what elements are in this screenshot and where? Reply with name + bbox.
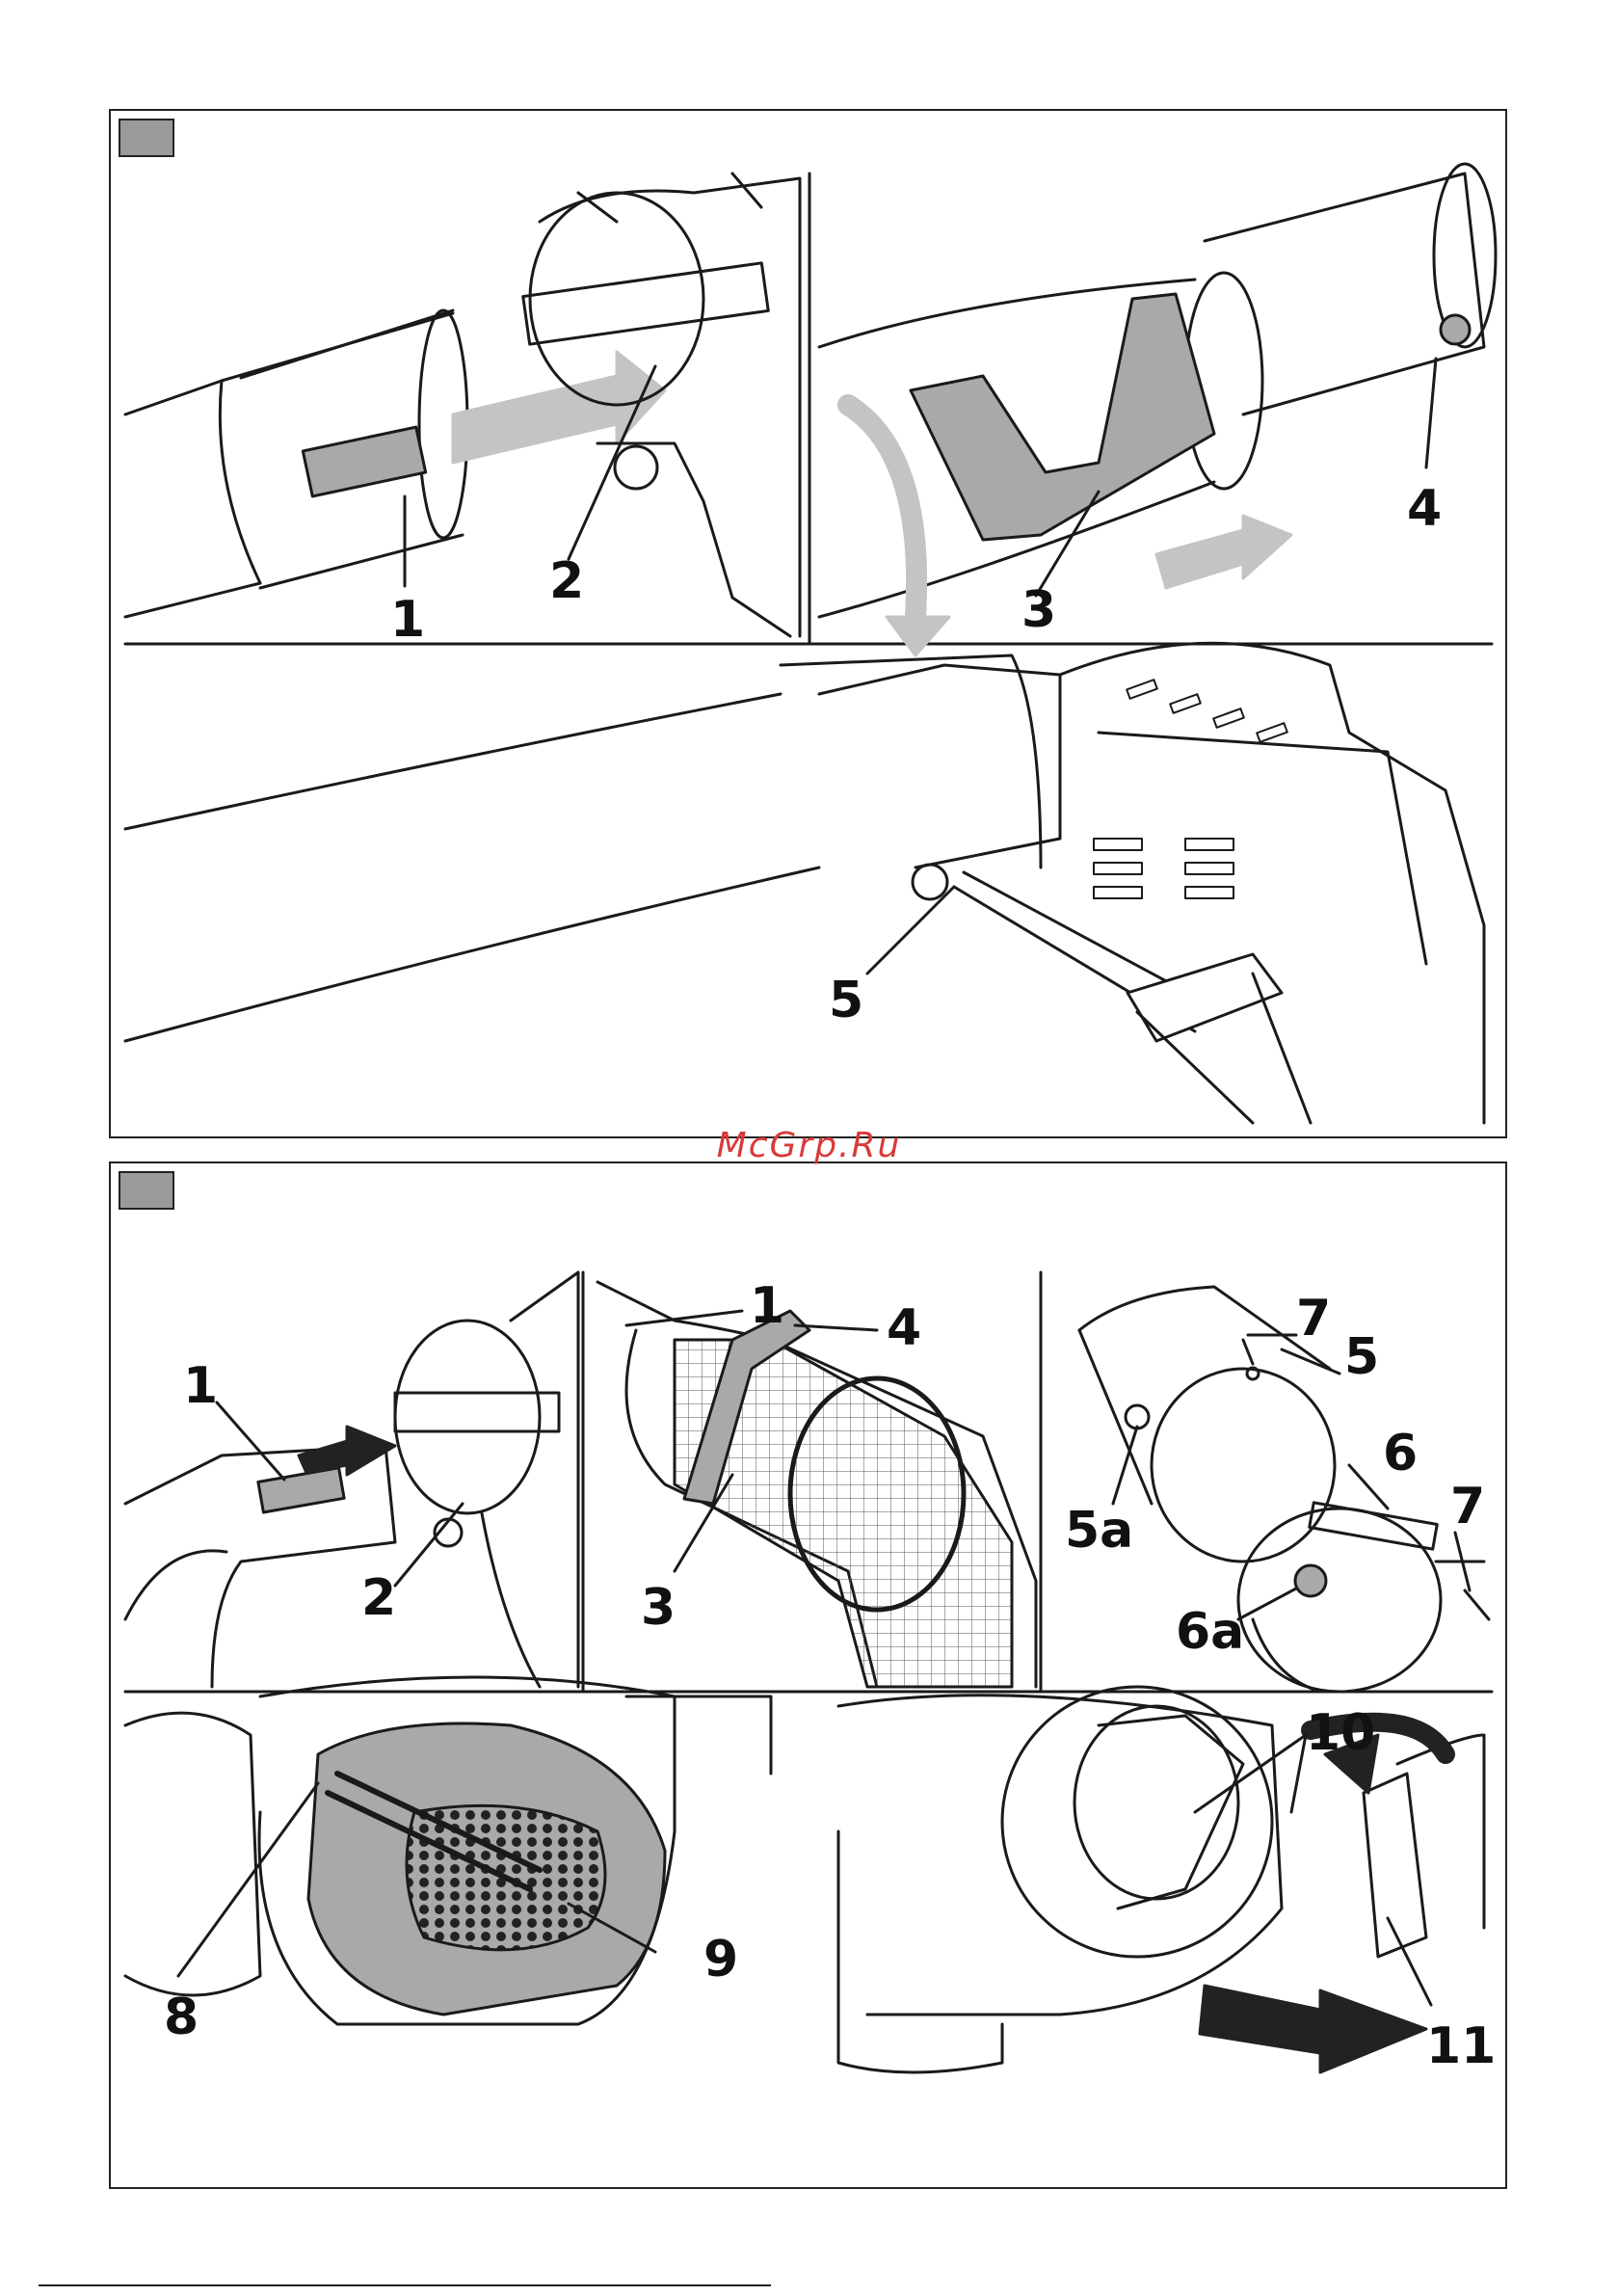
u-clip-3 [911,294,1214,540]
label-a-2: 2 [549,552,584,610]
label-b-1: 1 [183,1357,218,1415]
label-b-8: 8 [164,1989,199,2046]
fig-a-panel-1-tube [125,310,467,617]
vent-slots-a [1094,680,1287,898]
label-b-6: 6 [1383,1425,1418,1482]
label-b-1b: 1 [750,1277,784,1335]
insertion-arrow-b1 [299,1427,395,1475]
label-b-11: 11 [1426,2017,1496,2075]
rotation-arrow [848,405,916,617]
button-6a [1295,1565,1326,1596]
label-b-5a: 5a [1065,1502,1133,1560]
label-a-3: 3 [1021,581,1056,639]
fig-b-panel-4 [125,1677,771,2024]
label-a-4: 4 [1407,480,1442,538]
label-b-3: 3 [641,1579,676,1637]
insertion-arrow-2 [1156,516,1291,588]
fig-a-panel-3-blower [125,643,1484,1123]
label-a-5: 5 [829,972,863,1029]
fig-b-panel-1 [125,1272,578,1687]
plug-4 [1441,315,1470,344]
attachment-11 [1364,1774,1426,1957]
label-b-6a: 6a [1176,1603,1244,1661]
insertion-arrow-b2 [1200,1986,1426,2072]
latch-1-gray-b [258,1468,344,1512]
label-b-5: 5 [1344,1328,1379,1386]
label-b-2: 2 [361,1569,396,1627]
latch-1-gray [303,427,425,496]
label-b-9: 9 [703,1931,738,1989]
label-b-4: 4 [887,1299,921,1357]
label-b-7: 7 [1296,1290,1331,1348]
fig-b-panel-3 [1079,1287,1489,1692]
label-a-1: 1 [390,591,425,649]
label-b-7b: 7 [1450,1478,1485,1535]
label-b-10: 10 [1306,1704,1375,1762]
